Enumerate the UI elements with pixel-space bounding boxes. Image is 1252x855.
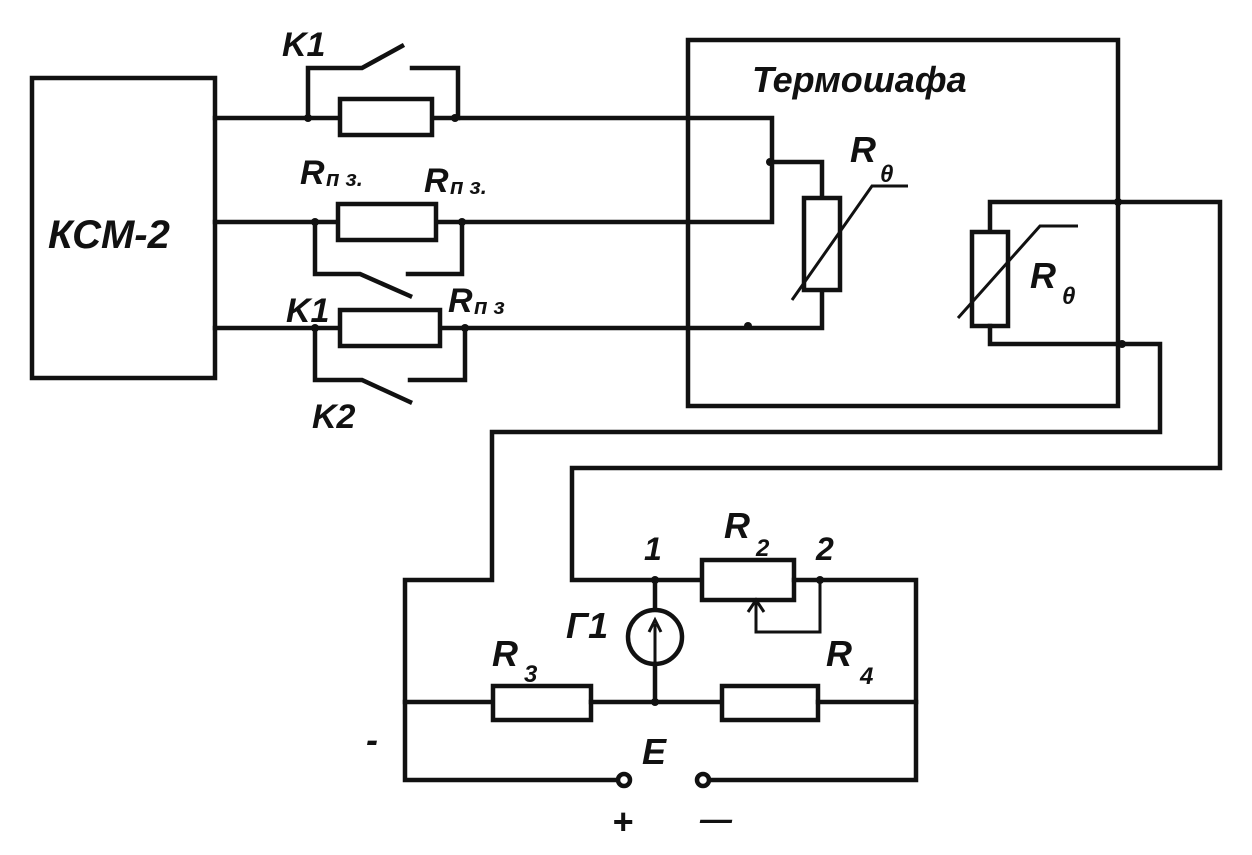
resistor-r4-label: R 4 [826,633,873,690]
resistor-r3 [490,683,594,723]
lead-resistor-1 [337,96,435,138]
resistor-r3-label: R 3 [492,633,538,688]
resistor-r2 [699,557,797,603]
thermistor-2 [402,198,1223,783]
switch-k1-bottom-label: K1 [286,292,329,330]
svg-text:R: R [448,282,473,320]
minus-right-label: — [699,801,733,837]
svg-text:θ: θ [1062,283,1075,310]
source-label: E [642,731,667,772]
node-1-label: 1 [644,531,662,567]
meter-block [29,75,218,381]
line-2 [212,159,775,299]
svg-text:4: 4 [859,663,873,690]
resistor-r4 [719,683,821,723]
terminal-plus [615,771,633,789]
resistor-r2-label: R 2 [724,505,770,562]
minus-left-label: - [366,719,378,760]
lead-resistor-1-label: R п з. [300,154,363,192]
lead-resistor-2 [335,201,439,243]
svg-text:R: R [724,505,750,546]
svg-text:R: R [492,633,518,674]
lead-resistor-2-label: R п з. [424,162,487,200]
svg-text:п з.: п з. [326,166,363,191]
plus-label: + [612,801,633,842]
svg-text:2: 2 [755,535,770,562]
node-2-label: 2 [815,531,834,567]
svg-text:п з.: п з. [450,174,487,199]
switch-k1-top-label: K1 [282,26,325,64]
switch-k2 [312,325,468,405]
chamber-title: Термошафа [752,59,967,100]
svg-text:п з: п з [474,294,505,319]
svg-text:R: R [424,162,449,200]
svg-text:R: R [1030,255,1056,296]
lead-resistor-3 [337,307,443,349]
galvanometer-label: Г1 [566,605,608,646]
lead-resistor-3-label: R п з [448,282,505,320]
switch-k2-label: K2 [312,398,356,436]
line-3 [212,287,825,405]
thermistor-1 [790,184,908,301]
thermistor-2-label: R θ [1030,255,1075,310]
bridge [402,557,919,789]
svg-text:R: R [300,154,325,192]
svg-text:R: R [826,633,852,674]
svg-text:θ: θ [880,161,893,188]
svg-text:3: 3 [524,661,538,688]
switch-k1-top [305,42,461,121]
terminal-minus [694,771,712,789]
svg-text:R: R [850,129,876,170]
thermistor-1-label: R θ [850,129,893,188]
meter-label: КСМ-2 [48,213,170,257]
